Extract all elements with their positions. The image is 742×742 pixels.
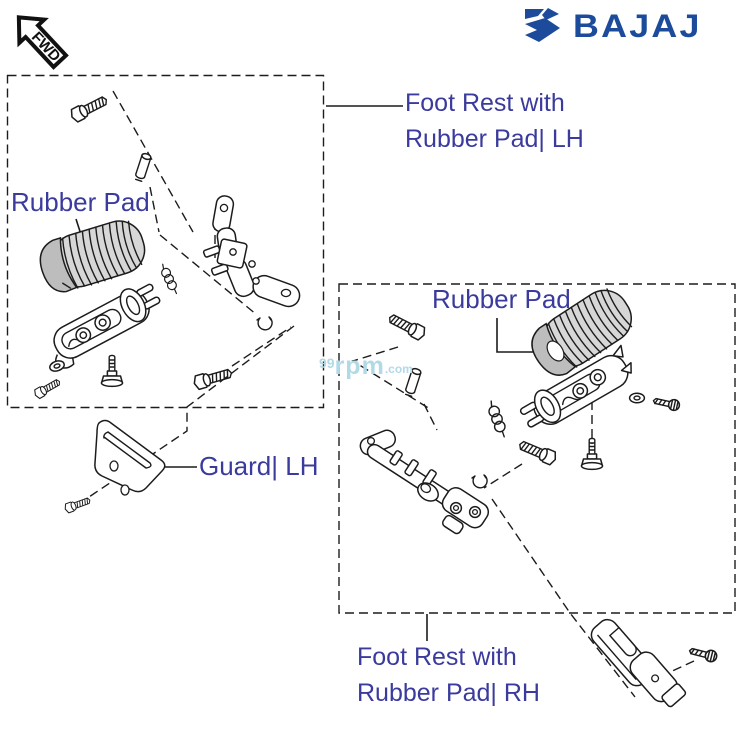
hex-flange-bolt-small: [63, 495, 92, 515]
e-clip: [256, 316, 273, 331]
guard-rh: [590, 618, 687, 708]
callout-footrest-rh-line1: Foot Rest with: [357, 643, 517, 671]
bajaj-logo: BAJAJ: [518, 4, 699, 48]
watermark-suffix: .com: [384, 362, 413, 376]
machine-screw: [651, 394, 682, 413]
hex-flange-bolt: [68, 92, 111, 125]
rubber-pad-lh: [39, 220, 146, 293]
rh-assembly-box: [338, 283, 736, 614]
callout-footrest-rh: Foot Rest with Rubber Pad| RH: [357, 639, 540, 711]
bajaj-flying-b-icon: [525, 8, 560, 42]
watermark-mid: rpm: [334, 352, 385, 380]
rubber-pad-rh: [531, 288, 633, 376]
hex-flange-bolt: [385, 310, 428, 343]
e-clip: [471, 474, 488, 489]
callout-rubber-pad-rh: Rubber Pad: [432, 284, 571, 314]
watermark-prefix: 99: [319, 355, 335, 371]
shoulder-stud: [580, 437, 604, 471]
foot-rest-body-lh: [53, 283, 161, 369]
return-spring: [478, 400, 518, 438]
hex-flange-bolt-small: [32, 376, 63, 401]
hex-flange-bolt: [516, 437, 559, 467]
callout-rubber-pad-lh: Rubber Pad: [11, 187, 150, 217]
site-watermark: 99rpm.com: [319, 352, 413, 381]
machine-screw: [687, 644, 719, 664]
callout-footrest-lh-line1: Foot Rest with: [405, 89, 565, 117]
dowel-pin: [133, 151, 153, 183]
mounting-bracket-rh: [359, 429, 490, 535]
callout-guard-lh: Guard| LH: [199, 451, 319, 481]
return-spring: [152, 263, 187, 295]
washer: [628, 392, 646, 404]
foot-rest-body-rh: [519, 344, 632, 428]
brand-wordmark: BAJAJ: [573, 7, 702, 44]
lh-assembly-box: [6, 74, 325, 409]
shoulder-stud: [100, 354, 124, 388]
guard-lh: [94, 419, 166, 496]
mounting-bracket-lh: [202, 195, 301, 308]
callout-footrest-lh-line2: Rubber Pad| LH: [405, 125, 584, 153]
fwd-arrow-icon: FWD: [16, 15, 69, 70]
callout-footrest-lh: Foot Rest with Rubber Pad| LH: [405, 85, 584, 157]
callout-footrest-rh-line2: Rubber Pad| RH: [357, 679, 540, 707]
